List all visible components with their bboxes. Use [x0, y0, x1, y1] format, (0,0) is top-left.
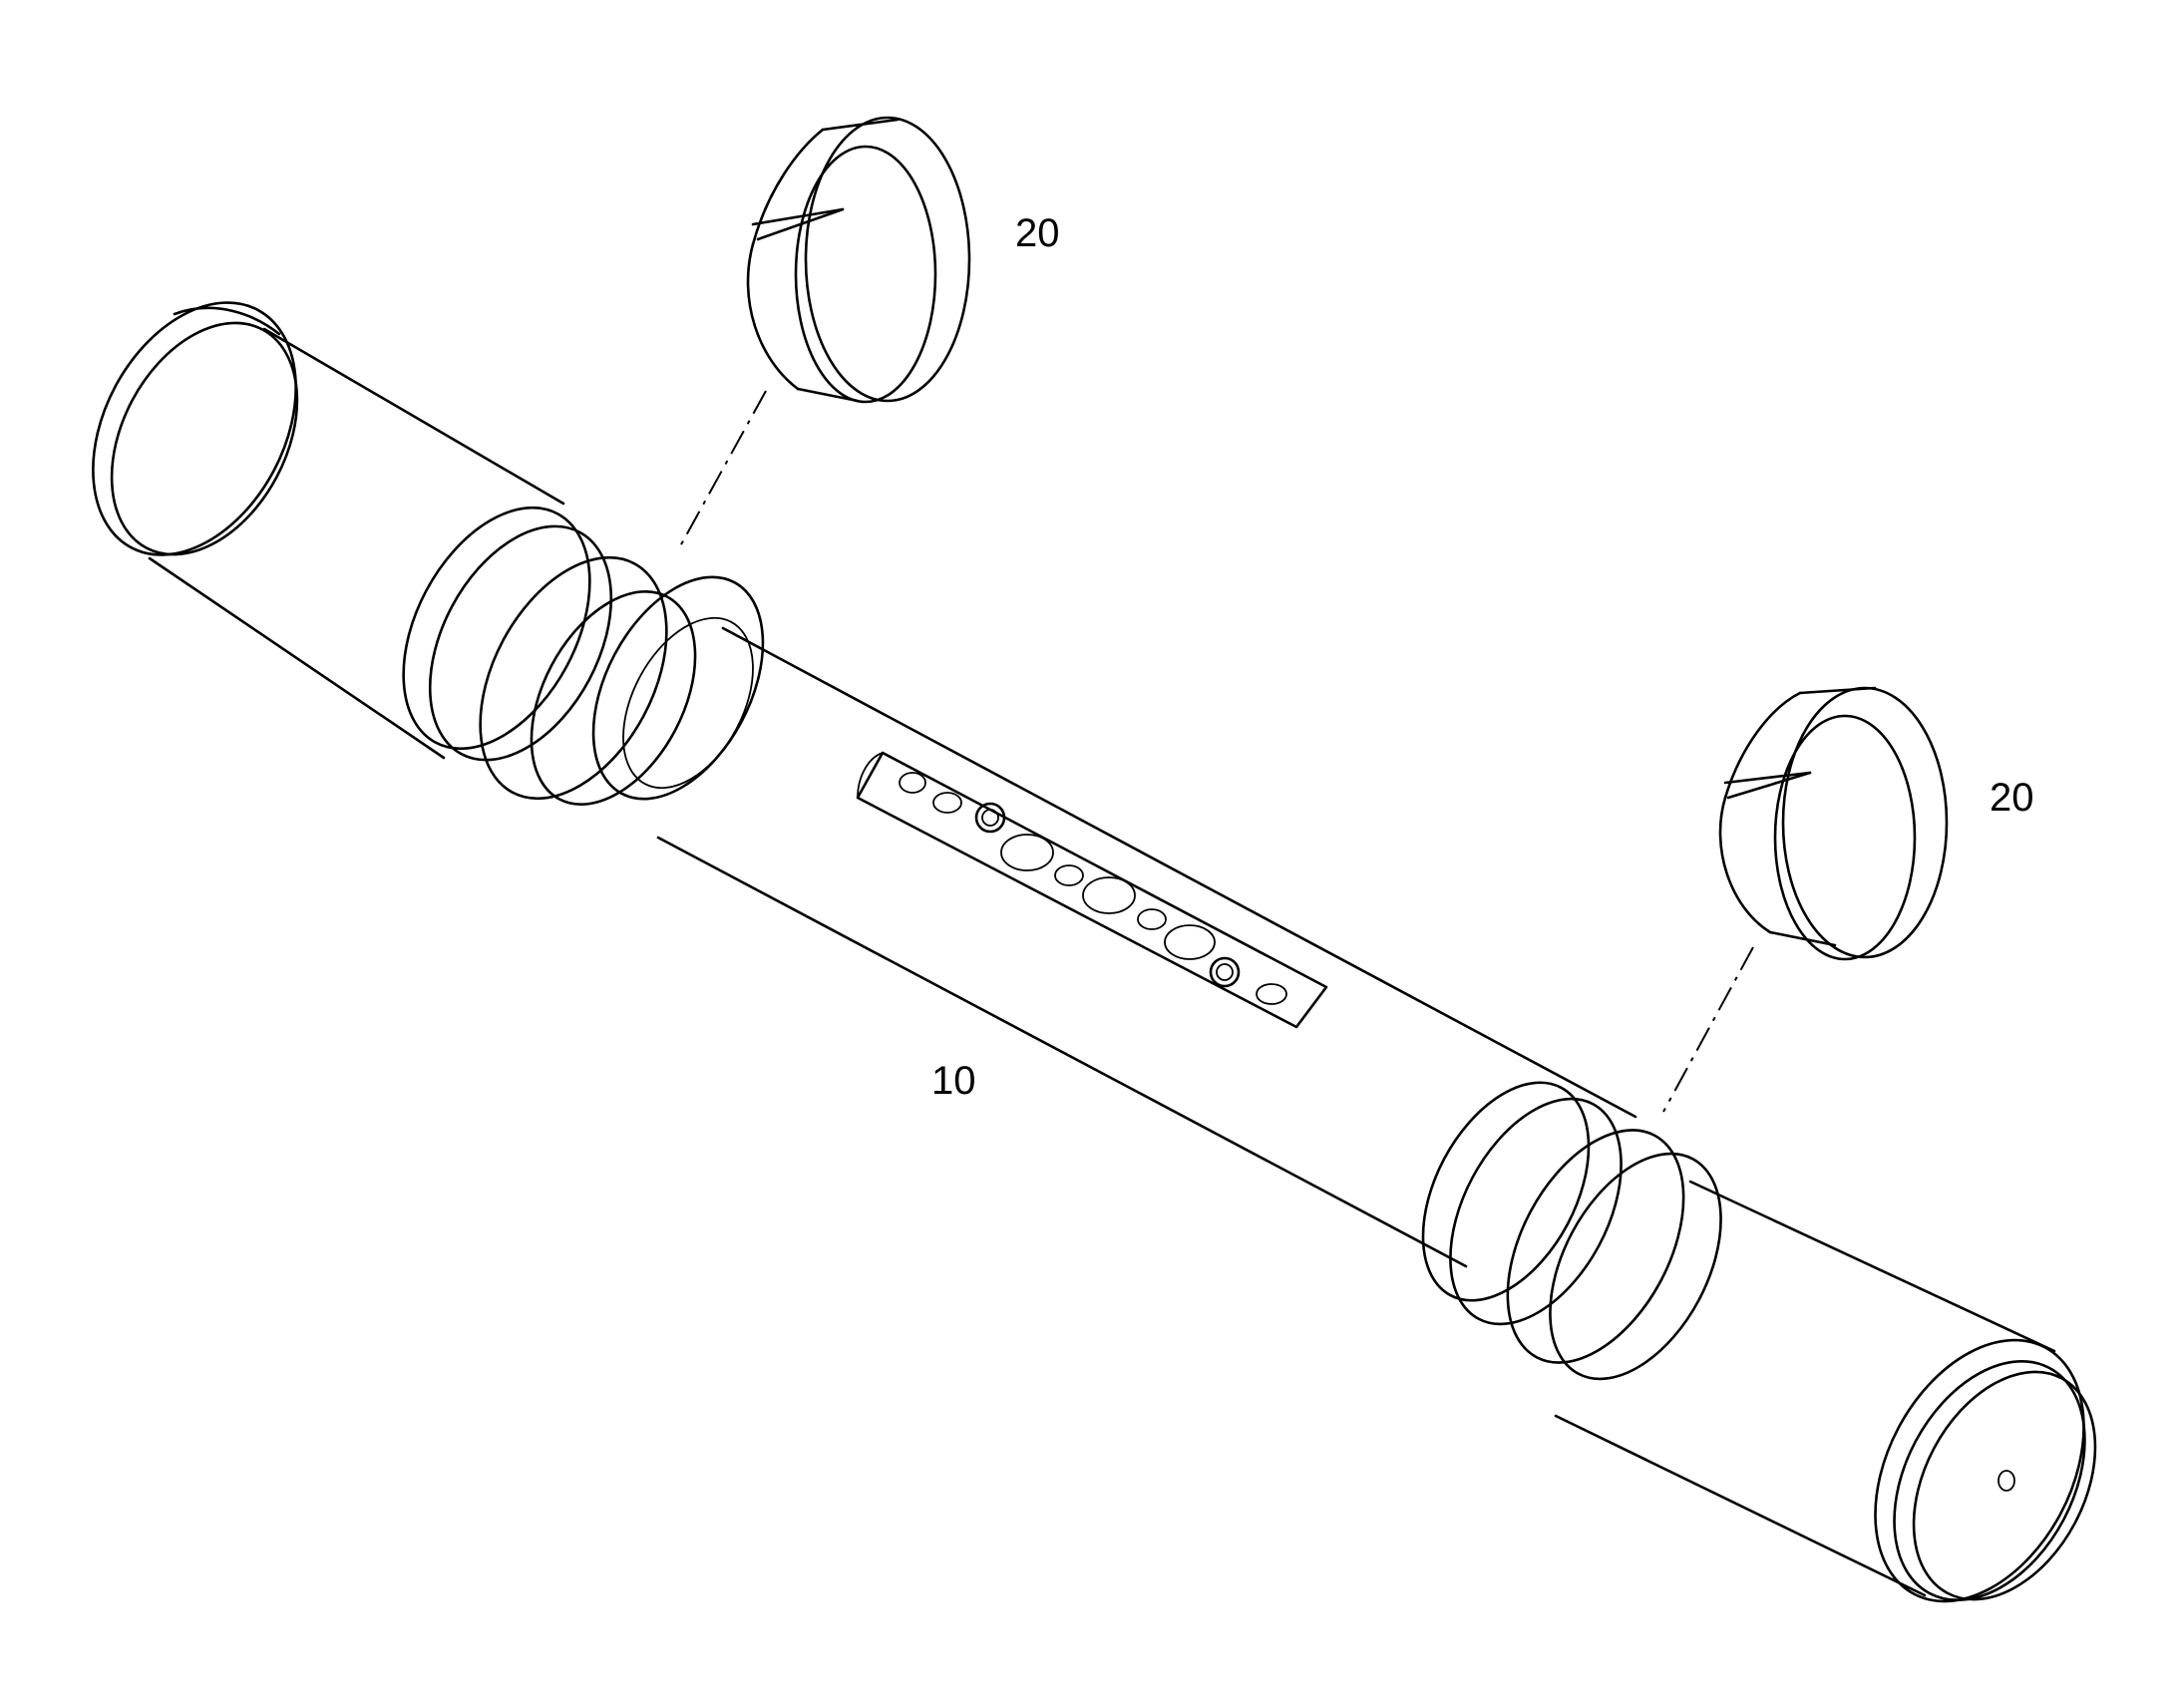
- left-collar: [402, 506, 765, 807]
- reference-label-ring-top: 20: [1015, 211, 1060, 255]
- reference-label-shaft: 10: [931, 1059, 976, 1103]
- right-collar: [1421, 1081, 1722, 1381]
- split-ring-top: [746, 116, 971, 404]
- port-plate: [856, 751, 1328, 1029]
- leader-line-right: [1662, 946, 1754, 1113]
- left-end-cap: [92, 301, 299, 556]
- split-ring-right: [1718, 686, 1949, 961]
- reference-label-ring-right: 20: [1990, 776, 2034, 820]
- shaft-body: [148, 327, 2056, 1597]
- right-end-cap: [1874, 1338, 2097, 1603]
- leader-line-top: [679, 390, 767, 547]
